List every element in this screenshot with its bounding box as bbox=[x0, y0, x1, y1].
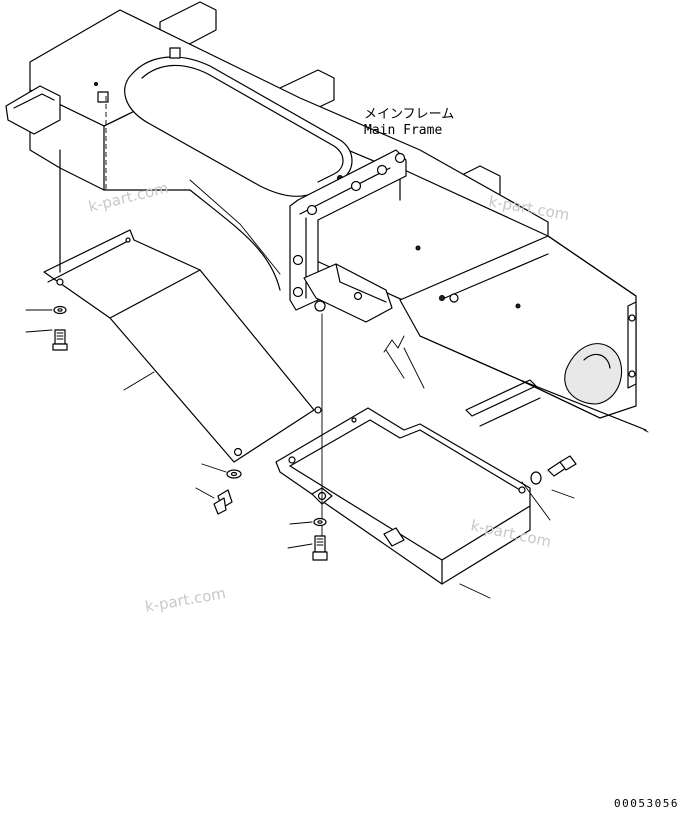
frame-flange-joint bbox=[289, 149, 407, 353]
bolt-left-upper bbox=[52, 329, 68, 351]
washer-center bbox=[313, 517, 327, 527]
main-frame-label-en: Main Frame bbox=[364, 123, 442, 138]
watermark-4: k-part.com bbox=[144, 584, 228, 616]
bolt-center bbox=[312, 535, 328, 561]
bolt-center-left bbox=[213, 489, 233, 515]
bolt-right bbox=[547, 455, 577, 477]
drawing-code: 00053056 bbox=[614, 797, 679, 810]
washer-center-left bbox=[226, 469, 242, 479]
washer-left-upper bbox=[53, 305, 67, 315]
right-under-cover bbox=[275, 407, 531, 585]
main-frame-label-jp: メインフレーム bbox=[364, 107, 454, 122]
washer-right bbox=[530, 471, 542, 485]
leader-lines bbox=[25, 309, 649, 599]
main-frame bbox=[5, 1, 647, 431]
left-under-cover bbox=[43, 96, 322, 463]
